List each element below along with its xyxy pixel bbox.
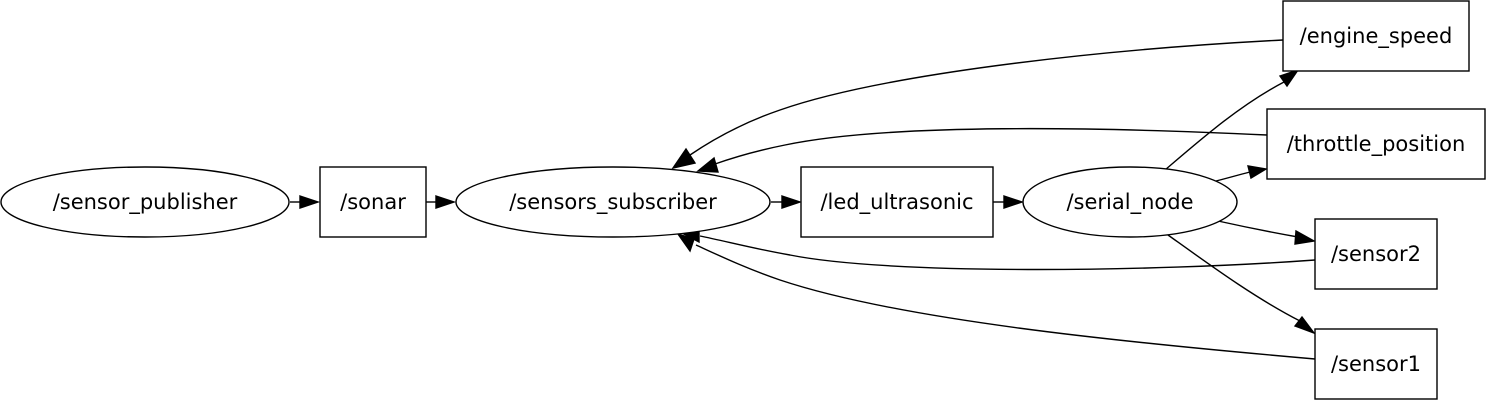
edge-sensor1-to-sensors-subscriber (676, 232, 1316, 360)
topic-led-ultrasonic[interactable]: /led_ultrasonic (800, 166, 994, 238)
node-label: /sensor_publisher (53, 190, 238, 215)
node-label: /serial_node (1066, 190, 1193, 215)
edge-sensor-publisher-to-sonar (290, 195, 321, 209)
node-serial-node[interactable]: /serial_node (1022, 166, 1238, 238)
edge-sensors-subscriber-to-led-ultrasonic (771, 195, 803, 209)
node-label: /sensor1 (1331, 352, 1421, 376)
topic-sensor1[interactable]: /sensor1 (1314, 328, 1438, 400)
edge-serial-node-to-sensor2 (1217, 220, 1317, 245)
node-label: /engine_speed (1300, 24, 1453, 49)
edges (290, 39, 1317, 360)
node-sensor-publisher[interactable]: /sensor_publisher (0, 166, 290, 238)
node-label: /sensor2 (1331, 242, 1421, 266)
node-label: /sonar (340, 190, 406, 214)
edge-engine-speed-to-sensors-subscriber (671, 39, 1284, 170)
edge-serial-node-to-engine-speed (1164, 68, 1300, 171)
node-label: /led_ultrasonic (820, 190, 973, 215)
edge-sensor2-to-sensors-subscriber (677, 229, 1316, 271)
node-sensors-subscriber[interactable]: /sensors_subscriber (455, 166, 771, 238)
edge-serial-node-to-throttle-position (1215, 165, 1268, 182)
node-label: /throttle_position (1287, 132, 1466, 157)
topic-throttle-position[interactable]: /throttle_position (1266, 108, 1486, 180)
topic-sensor2[interactable]: /sensor2 (1314, 218, 1438, 290)
edge-serial-node-to-sensor1 (1167, 234, 1316, 335)
edge-sonar-to-sensors-subscriber (426, 195, 457, 209)
edge-led-ultrasonic-to-serial-node (993, 195, 1025, 209)
topic-engine-speed[interactable]: /engine_speed (1282, 0, 1470, 72)
topic-sonar[interactable]: /sonar (319, 166, 427, 238)
edge-throttle-position-to-sensors-subscriber (696, 127, 1268, 173)
node-label: /sensors_subscriber (509, 190, 717, 215)
